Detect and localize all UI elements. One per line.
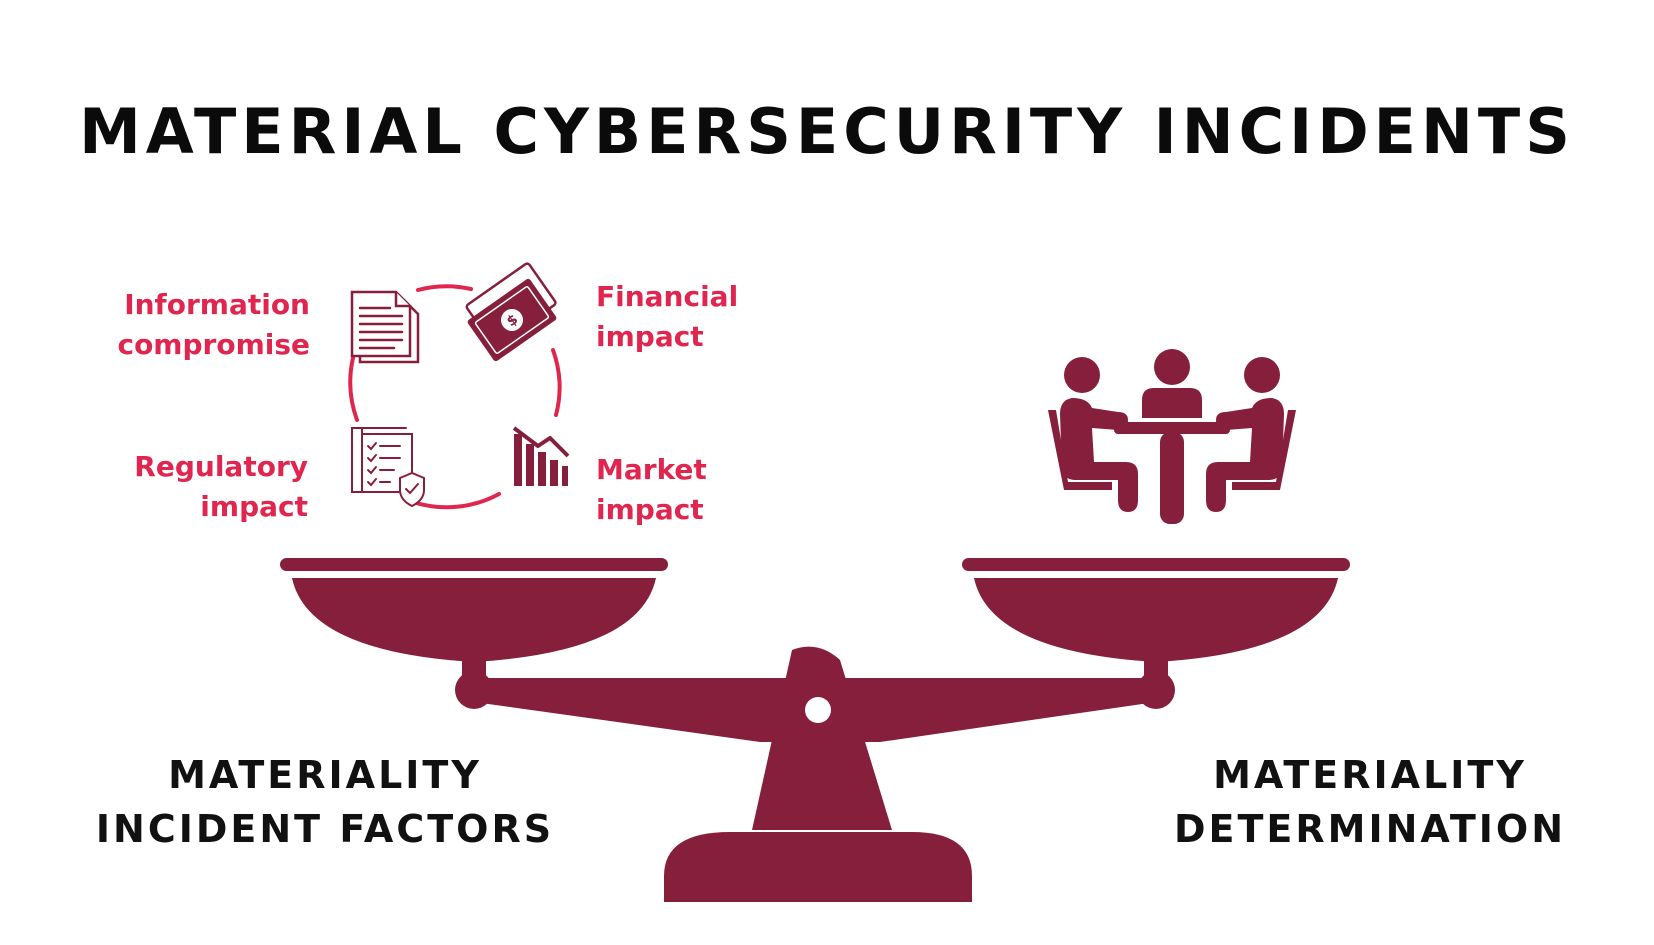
factor-financial-impact: Financial impact [596,280,739,353]
page-title: MATERIAL CYBERSECURITY INCIDENTS [79,95,1575,168]
factor-information-compromise: Information compromise [117,288,310,361]
declining-bar-chart-icon [512,426,570,486]
materiality-determination-label: MATERIALITY DETERMINATION [1173,753,1567,851]
factor-regulatory-impact: Regulatory impact [134,450,308,523]
banknote-icon: $ [465,262,557,362]
document-icon [350,290,420,364]
materiality-incident-factors-label: MATERIALITY INCIDENT FACTORS [95,753,555,851]
balance-scale-icon [280,558,1350,902]
checklist-shield-icon [351,427,425,508]
factor-market-impact: Market impact [596,453,707,526]
factor-cycle-ring [348,284,562,510]
meeting-table-icon [1048,349,1296,524]
